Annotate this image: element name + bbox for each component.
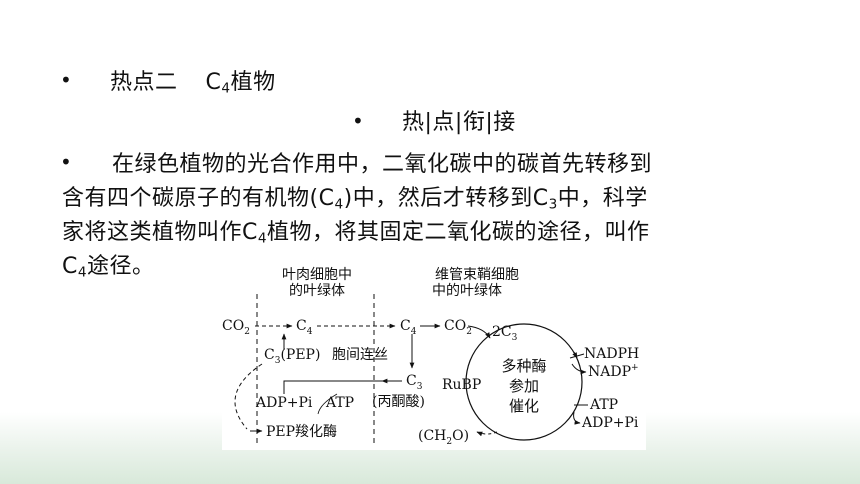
heading-bullet: • bbox=[60, 68, 72, 92]
two-c3: 2C3 bbox=[492, 324, 518, 343]
label-mesophyll-2: 的叶绿体 bbox=[289, 283, 345, 299]
ch2o-label: (CH2O) bbox=[418, 428, 469, 447]
c3-pep: C3(PEP) bbox=[264, 347, 320, 366]
subheading-bullet: • bbox=[352, 109, 364, 133]
arrow bbox=[476, 431, 498, 437]
text-run: 含有四个碳原子的有机物(C bbox=[62, 186, 335, 211]
text-run: )中，然后才转移到C bbox=[343, 186, 549, 211]
paragraph-line-1: 在绿色植物的光合作用中，二氧化碳中的碳首先转移到 bbox=[112, 152, 653, 177]
text-run: 中，科学 bbox=[557, 186, 648, 211]
text-run: 植物，将其固定二氧化碳的途径，叫作 bbox=[267, 220, 650, 245]
c4-right: C4 bbox=[400, 318, 417, 337]
label-bundle-1: 维管束鞘细胞 bbox=[435, 267, 519, 283]
subscript: 4 bbox=[257, 230, 268, 247]
atp-left: ATP bbox=[325, 395, 354, 411]
co2-right: CO2 bbox=[444, 318, 472, 337]
subscript: 4 bbox=[77, 264, 88, 281]
calvin-cycle bbox=[465, 323, 583, 441]
arrow bbox=[571, 363, 587, 375]
enzyme-line-1: 多种酶 bbox=[501, 357, 546, 375]
heading-suffix: 植物 bbox=[230, 70, 276, 95]
heading-prefix: 热点二 bbox=[110, 70, 178, 95]
subscript: 4 bbox=[334, 196, 344, 213]
arrow bbox=[317, 393, 338, 415]
arrow bbox=[572, 351, 578, 359]
atp-right: ATP bbox=[589, 397, 618, 413]
nadp-label: NADP+ bbox=[588, 363, 639, 380]
subheading-text: 热|点|衔|接 bbox=[402, 110, 516, 135]
plasmodesmata-label: 胞间连丝 bbox=[332, 347, 388, 363]
enzyme-line-3: 催化 bbox=[509, 397, 539, 415]
label-mesophyll-1: 叶肉细胞中 bbox=[282, 267, 352, 283]
nadph-label: NADPH bbox=[584, 346, 639, 362]
subscript: 3 bbox=[548, 196, 558, 213]
c3-pyruvate: C3 bbox=[406, 373, 423, 392]
arrow bbox=[569, 353, 585, 359]
heading-title: 热点二 C4植物 bbox=[110, 64, 276, 96]
arrow bbox=[234, 363, 263, 430]
c4-pathway-diagram: 叶肉细胞中 的叶绿体 维管束鞘细胞 中的叶绿体 CO2 C4 C4 CO2 C3… bbox=[222, 264, 646, 450]
rubp-label: RuBP bbox=[442, 377, 481, 393]
text-run: 家将这类植物叫作C bbox=[62, 220, 258, 245]
heading-sub: 4 bbox=[221, 80, 231, 97]
enzyme-line-2: 参加 bbox=[509, 377, 539, 395]
arrow bbox=[283, 380, 402, 394]
c4-left: C4 bbox=[296, 318, 313, 337]
paragraph-line-4: C4途径。 bbox=[62, 248, 155, 280]
text-run: 途径。 bbox=[87, 254, 155, 279]
paragraph-bullet: • bbox=[60, 150, 72, 174]
pep-enzyme: PEP羧化酶 bbox=[266, 424, 337, 440]
paragraph-line-2: 含有四个碳原子的有机物(C4)中，然后才转移到C3中，科学 bbox=[62, 180, 648, 212]
co2-left: CO2 bbox=[222, 318, 250, 337]
pyruvate-label: (丙酮酸) bbox=[372, 394, 425, 410]
adp-pi-right: ADP+Pi bbox=[581, 415, 639, 431]
paragraph-line-3: 家将这类植物叫作C4植物，将其固定二氧化碳的途径，叫作 bbox=[62, 214, 650, 246]
text-run: C bbox=[62, 254, 78, 279]
adp-pi-left: ADP+Pi bbox=[255, 395, 313, 411]
arrow bbox=[573, 411, 581, 425]
label-bundle-2: 中的叶绿体 bbox=[432, 283, 502, 299]
heading-c: C bbox=[205, 70, 222, 95]
